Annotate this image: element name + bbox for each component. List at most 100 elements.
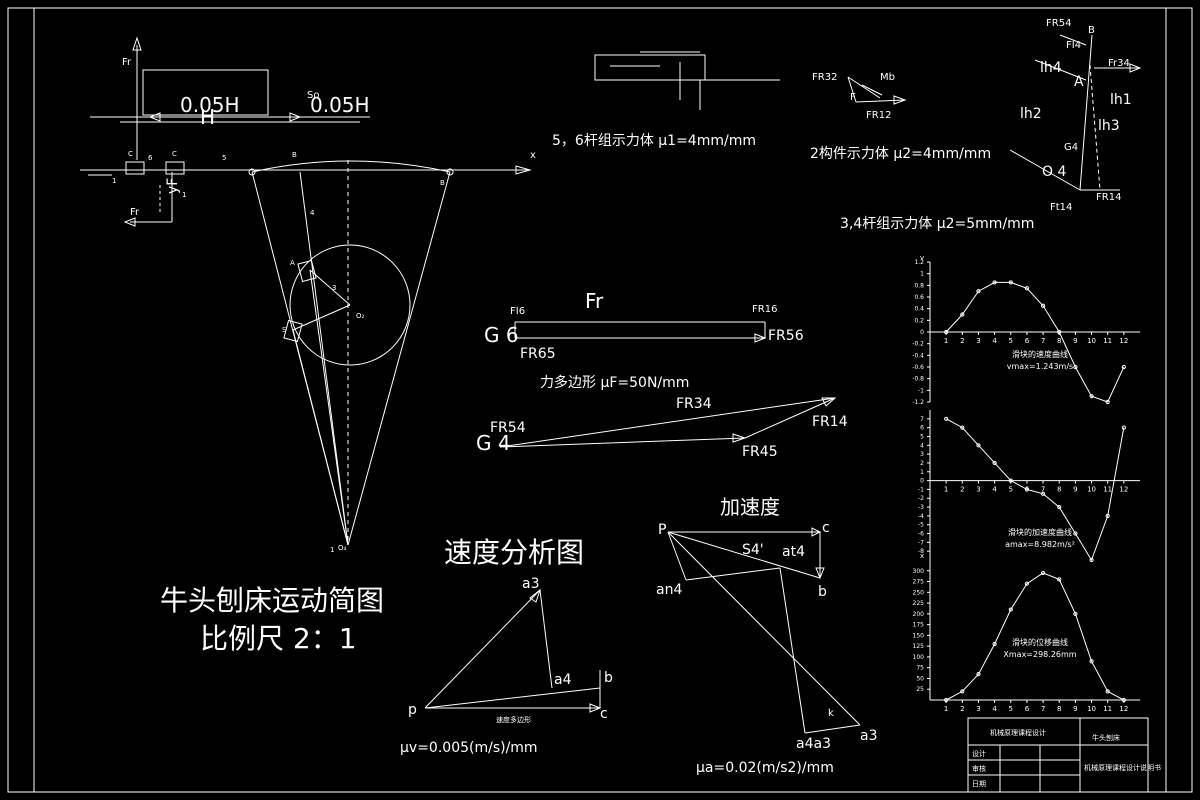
chart-1-xtick-label: 3 [976, 486, 980, 494]
chart-1-xtick-label: 12 [1119, 486, 1128, 494]
chart-2-xtick-label: 11 [1103, 705, 1112, 713]
chart-1-ytick-label: -8 [918, 548, 924, 555]
chart-2-point [1008, 607, 1013, 612]
tb-r1: 设计 [972, 749, 986, 758]
poly1-fr56: FR56 [768, 328, 804, 344]
chart-0-ytick-label: 0.6 [914, 294, 924, 301]
force2-fr32: FR32 [812, 72, 837, 83]
accel-k: k [828, 708, 834, 719]
label-c1: C [128, 150, 133, 158]
chart-0-point [1057, 329, 1062, 335]
chart-1-ytick-label: 3 [920, 451, 924, 458]
chart-2-xtick-label: 2 [960, 705, 964, 713]
force34-ft14: Ft14 [1050, 202, 1072, 213]
chart-1-point [960, 425, 965, 430]
chart-1-ytick-label: 7 [920, 416, 924, 423]
poly1-fr65: FR65 [520, 346, 556, 362]
title-block: 机械原理课程设计 设计 审核 日期 牛头刨床 机械原理课程设计说明书 [967, 717, 1161, 793]
tb-r2: 审核 [972, 764, 986, 773]
chart-0-xtick-label: 10 [1087, 337, 1096, 345]
force-polygon-1: FI6 Fr FR16 G 6 FR65 FR56 力多边形 μF=50N/mm [484, 289, 804, 391]
chart-0-ytick-label: 1 [920, 271, 924, 278]
velocity-a3: a3 [522, 576, 540, 592]
velocity-scale: μv=0.005(m/s)/mm [400, 740, 538, 756]
poly1-fi6: FI6 [510, 306, 525, 317]
tb-name: 机械原理课程设计说明书 [1084, 763, 1161, 772]
chart-1-ytick-label: -4 [918, 513, 924, 520]
force34-h1: lh1 [1110, 92, 1132, 108]
chart-2-ytick-label: 150 [913, 632, 925, 639]
chart-0-point [1073, 364, 1078, 370]
chart-0-ytick-label: -0.2 [912, 341, 924, 348]
velocity-title: 速度分析图 [444, 536, 584, 569]
slider-curves: 1.210.80.60.40.20-0.2-0.4-0.6-0.8-1-1.21… [912, 254, 1140, 713]
chart-0-point [1105, 399, 1110, 405]
chart-2-title: 滑块的位移曲线 [1012, 637, 1068, 647]
h-label: H [200, 105, 215, 129]
chart-2-ytick-label: 50 [916, 675, 924, 682]
poly2-g4: G 4 [476, 431, 511, 455]
label-o4: O₄ [338, 544, 347, 552]
force2-f: F [850, 92, 856, 103]
label-a: A [290, 259, 295, 267]
chart-2-ytick-label: 225 [913, 600, 925, 607]
force34-fr14: FR14 [1096, 192, 1121, 203]
chart-0-point [960, 312, 965, 317]
chart-2-xtick-label: 5 [1009, 705, 1013, 713]
chart-0-annotation: vmax=1.243m/s [1007, 362, 1073, 371]
chart-2-point [1040, 570, 1046, 576]
label-6: 6 [148, 154, 153, 162]
chart-2-point [976, 672, 981, 677]
chart-2-annotation: Xmax=298.26mm [1003, 650, 1076, 659]
force34-fi4: FI4 [1066, 40, 1081, 51]
poly2-fr34: FR34 [676, 396, 712, 412]
tb-company: 机械原理课程设计 [990, 728, 1046, 737]
chart-1-xtick-label: 11 [1103, 486, 1112, 494]
chart-2-xtick-label: 12 [1119, 705, 1128, 713]
chart-2-point [1073, 611, 1078, 616]
force2-fr12: FR12 [866, 110, 891, 121]
poly1-g6: G 6 [484, 323, 519, 347]
poly1-fr: Fr [585, 289, 604, 313]
chart-0-point [1024, 286, 1030, 291]
chart-2-point [1024, 581, 1030, 586]
chart-2-xtick-label: 6 [1025, 705, 1030, 713]
chart-2-xtick-label: 1 [944, 705, 948, 713]
acceleration-diagram: 加速度 P c S4' at4 an4 b k a4a3 a3 μa=0.02(… [656, 495, 878, 776]
chart-2-point [944, 697, 949, 703]
chart-2-xtick-label: 9 [1073, 705, 1077, 713]
force34-g4: G4 [1064, 142, 1078, 153]
chart-0-ytick-label: -1 [918, 387, 924, 394]
chart-2-point [960, 689, 965, 694]
force56-diagram: 5，6杆组示力体 μ1=4mm/mm [552, 51, 780, 149]
chart-0-ytick-label: -0.8 [912, 376, 924, 383]
force34-h4: lh4 [1040, 60, 1062, 76]
accel-a4a3: a4a3 [796, 736, 831, 752]
chart-0-xtick-label: 7 [1041, 337, 1045, 345]
chart-1-xtick-label: 7 [1041, 486, 1045, 494]
chart-0-ytick-label: -0.6 [912, 364, 924, 371]
accel-s4: S4' [742, 542, 764, 558]
force2-diagram: FR32 FR12 Mb F 2构件示力体 μ2=4mm/mm [810, 72, 991, 162]
chart-2-ytick-label: 100 [913, 654, 925, 661]
poly2-fr54: FR54 [490, 420, 526, 436]
chart-2-ytick-label: 250 [913, 589, 925, 596]
chart-0-xtick-label: 11 [1103, 337, 1112, 345]
chart-1-ytick-label: 2 [920, 460, 924, 467]
chart-0-ytick-label: 1.2 [914, 259, 924, 266]
velocity-sub: 速度多边形 [496, 715, 531, 724]
label-3: 3 [332, 284, 336, 292]
chart-2-ytick-label: 125 [913, 643, 925, 650]
chart-0-ytick-label: -1.2 [912, 399, 924, 406]
chart-1-point [1024, 487, 1030, 492]
chart-0-ytick-label: 0.8 [914, 282, 924, 289]
chart-1-xtick-label: 10 [1087, 486, 1096, 494]
force34-o4: O 4 [1042, 164, 1066, 180]
chart-1-ytick-label: 1 [920, 469, 924, 476]
accel-p: P [658, 522, 666, 538]
x-axis-label: x [530, 150, 536, 161]
chart-2-xtick-label: 8 [1057, 705, 1061, 713]
chart-1-point [1105, 513, 1110, 518]
chart-1-point [1121, 425, 1126, 430]
